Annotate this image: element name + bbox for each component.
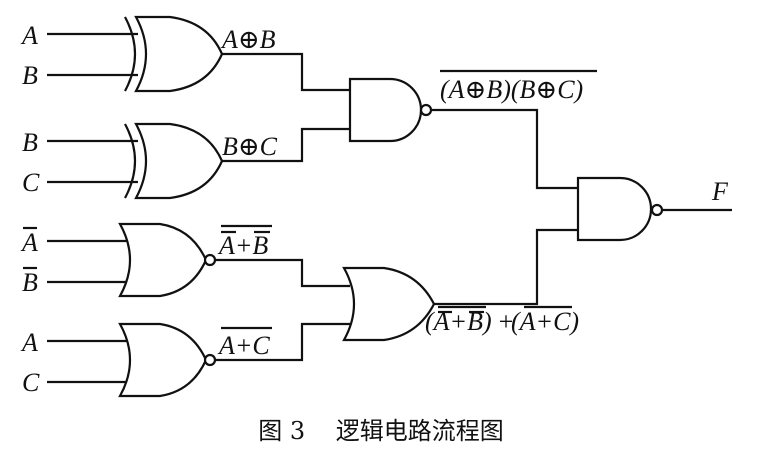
or-output-plus-label: + <box>497 307 515 336</box>
xor1-input-b-label: B <box>22 61 38 90</box>
xor2-input-b-label: B <box>22 128 38 157</box>
stage3-wires <box>431 108 578 306</box>
nor2-output-label: A+C <box>217 331 270 360</box>
nand-gate-2 <box>576 176 732 242</box>
or-output-part2-label: (A+C) <box>511 307 579 336</box>
nor2-input-a-label: A <box>20 328 38 357</box>
nor-gate-1 <box>47 222 217 298</box>
nor-gate-2 <box>47 322 217 398</box>
xor1-input-a-label: A <box>20 21 38 50</box>
output-f-label: F <box>711 177 729 206</box>
xor-gate-2 <box>47 122 224 200</box>
xor-gate-1 <box>47 15 224 93</box>
figure-caption: 图 3 逻辑电路流程图 <box>258 417 503 445</box>
xor2-output-label: B⊕C <box>222 132 278 161</box>
nand1-output-label: (A⊕B)(B⊕C) <box>440 75 583 104</box>
xor2-input-c-label: C <box>22 168 40 197</box>
xor1-output-label: A⊕B <box>220 25 276 54</box>
nor1-input-b-label: B <box>22 268 38 297</box>
nor1-output-label: A+B <box>217 231 268 260</box>
or-gate <box>342 266 436 342</box>
stage2-wires <box>215 52 350 362</box>
nand-gate-1 <box>348 77 433 143</box>
nor2-input-c-label: C <box>22 368 40 397</box>
nor1-input-a-label: A <box>20 228 38 257</box>
